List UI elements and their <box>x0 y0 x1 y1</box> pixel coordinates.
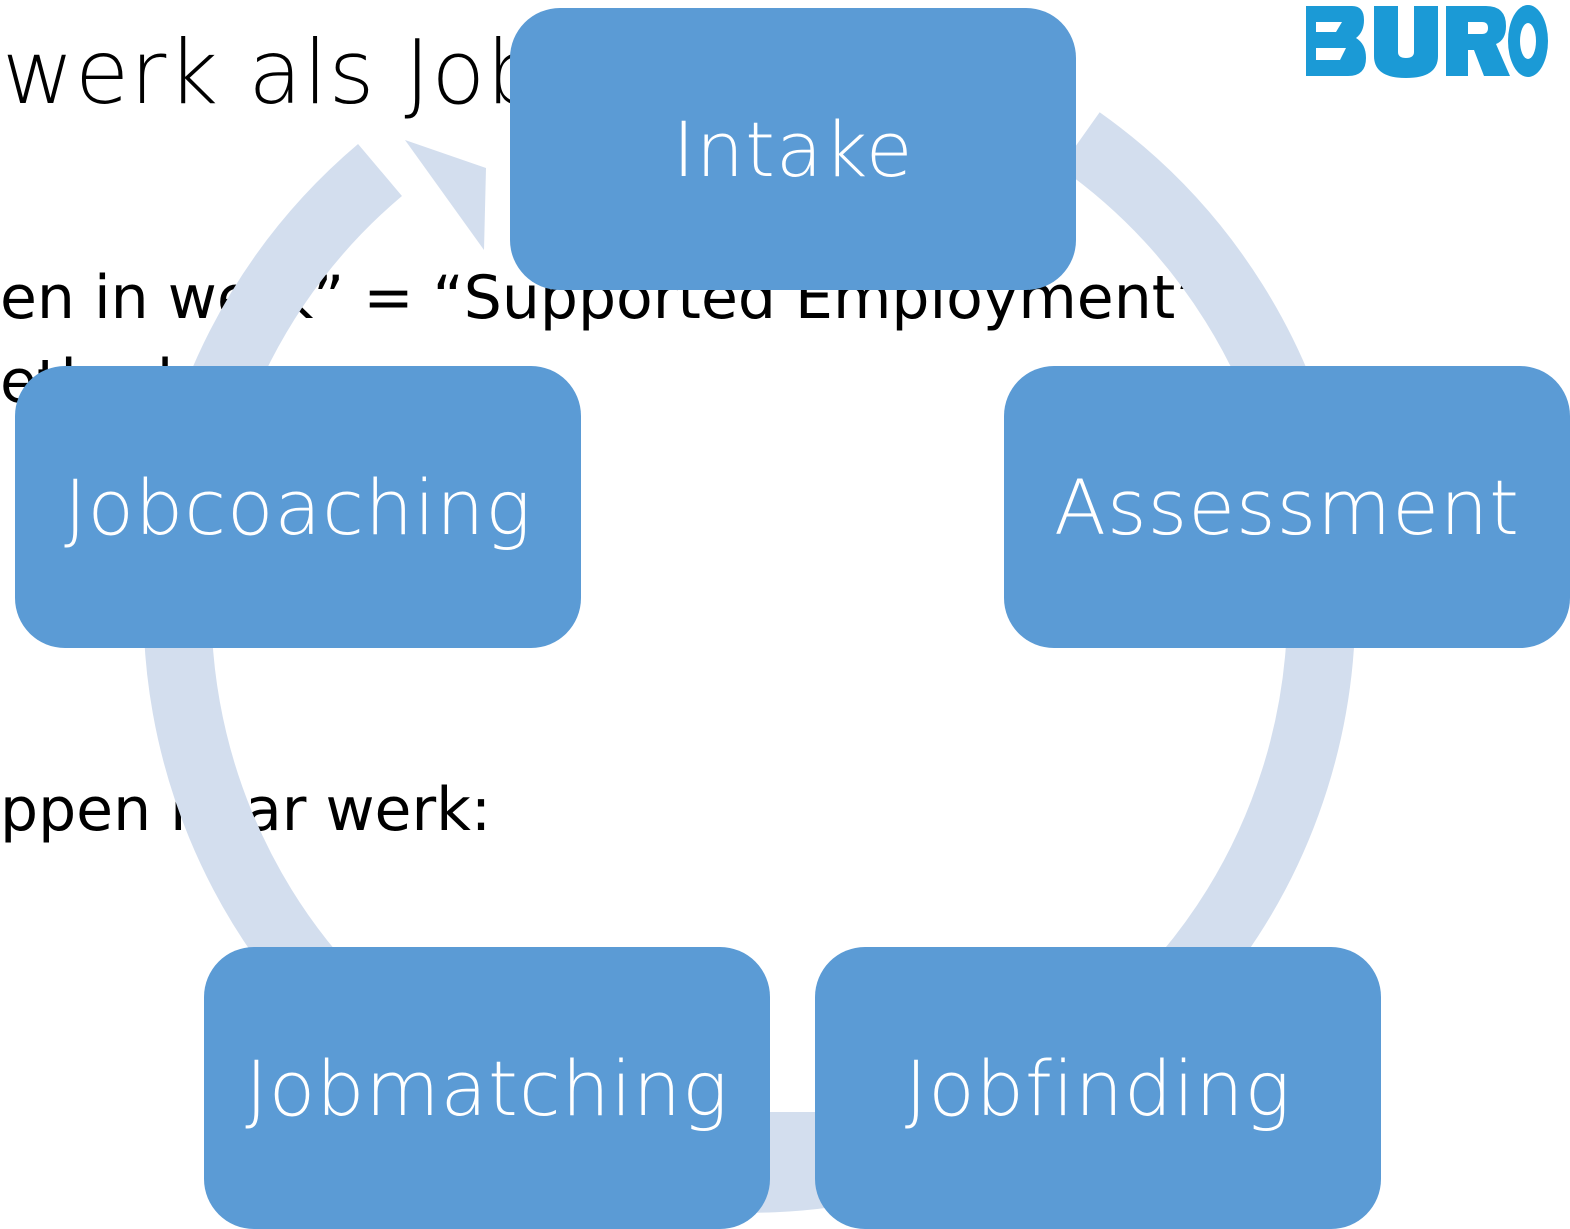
step-label-intake: Intake <box>672 104 914 194</box>
step-label-jobfinding: Jobfinding <box>904 1043 1292 1133</box>
step-box-assessment[interactable]: Assessment <box>1004 366 1570 648</box>
step-box-intake[interactable]: Intake <box>510 8 1076 290</box>
buro-logo <box>1306 5 1548 78</box>
step-box-jobfinding[interactable]: Jobfinding <box>815 947 1381 1229</box>
step-label-assessment: Assessment <box>1054 462 1520 552</box>
step-box-jobmatching[interactable]: Jobmatching <box>204 947 770 1229</box>
step-box-jobcoaching[interactable]: Jobcoaching <box>15 366 581 648</box>
cycle-arrowhead <box>405 140 486 250</box>
step-label-jobmatching: Jobmatching <box>245 1043 729 1133</box>
step-label-jobcoaching: Jobcoaching <box>64 462 532 552</box>
cycle-connector <box>768 1112 820 1180</box>
